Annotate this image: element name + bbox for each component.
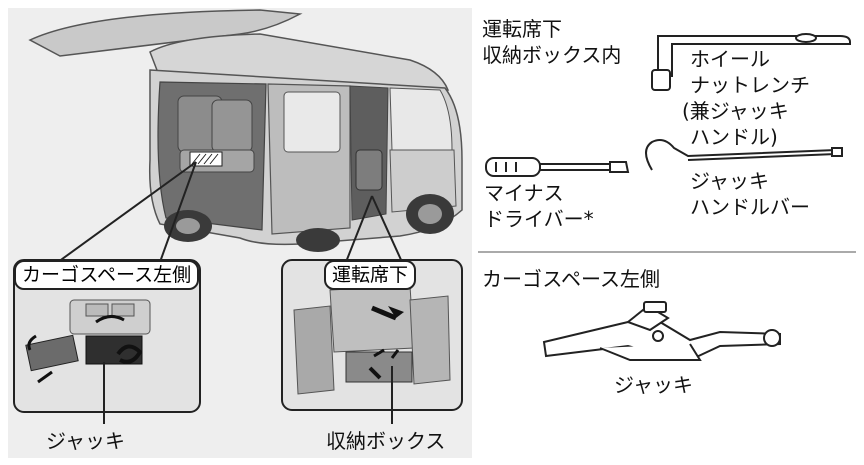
scissor-jack-drawing [542,301,781,362]
jack-label-right: ジャッキ [614,373,693,397]
wheel-nut-wrench-drawing [651,33,851,91]
jack-handle-bar-label-1: ジャッキ [690,169,769,193]
wrench-label-2: ナットレンチ [690,73,810,97]
van-drawing [28,9,463,252]
jack-handle-bar-drawing [645,139,843,171]
jack-label-left: ジャッキ [46,429,125,453]
screwdriver-label-2: ドライバー* [484,207,594,231]
inset-under-seat [281,259,463,424]
storage-box-label: 収納ボックス [326,429,446,453]
inset-cargo-left [13,259,201,424]
cargo-space-left-heading: カーゴスペース左側 [482,267,660,291]
wrench-label-3: (兼ジャッキ [682,99,789,123]
wrench-label-1: ホイール [690,47,770,71]
inset-seat-title: 運転席下 [324,260,417,290]
callout-lines [57,161,403,263]
screwdriver-label-1: マイナス [484,181,564,205]
jack-handle-bar-label-2: ハンドルバー [690,195,810,219]
under-seat-box-label-1: 運転席下 [482,17,562,41]
screwdriver-drawing [485,157,630,177]
inset-cargo-title: カーゴスペース左側 [14,260,200,290]
wrench-label-4: ハンドル) [690,125,778,149]
under-seat-box-label-2: 収納ボックス内 [482,43,622,67]
